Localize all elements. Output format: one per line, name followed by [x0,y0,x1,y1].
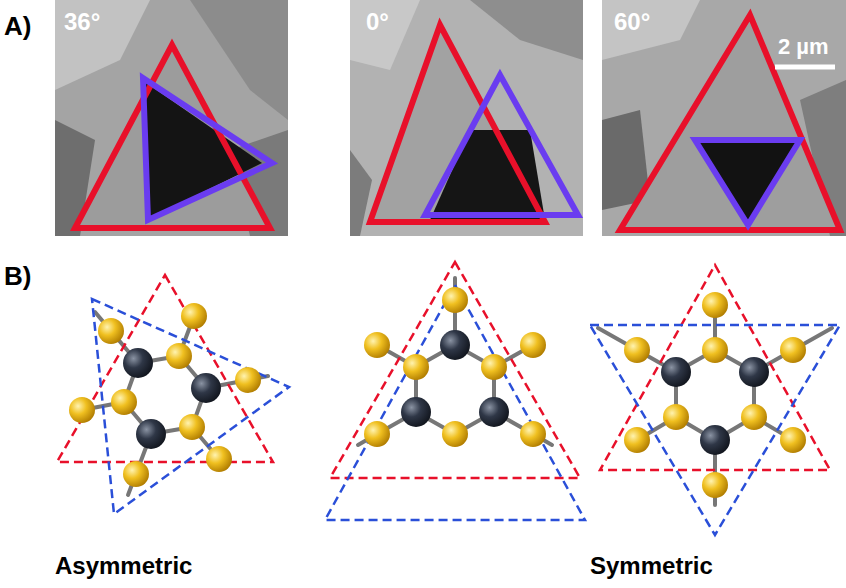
structure-caption: Asymmetric [55,552,192,580]
scale-label: 2 µm [778,34,829,59]
atomic-structure [325,262,585,520]
atomic-structure [57,275,289,514]
blue-triangle [143,78,272,220]
red-triangle [620,15,840,230]
structure-caption: Symmetric [590,552,713,580]
sem-image [602,0,846,236]
red-triangle [370,25,545,222]
red-triangle [75,45,270,228]
angle-label: 60° [614,8,650,36]
sem-image [350,0,583,236]
angle-label: 36° [64,8,100,36]
blue-triangle [425,75,578,215]
angle-label: 0° [366,8,389,36]
sem-image [55,0,288,236]
blue-triangle [695,140,800,225]
panel-letter: A) [4,12,31,42]
scale-bar [775,65,835,70]
panel-letter: B) [4,262,31,292]
atomic-structure [590,265,840,535]
